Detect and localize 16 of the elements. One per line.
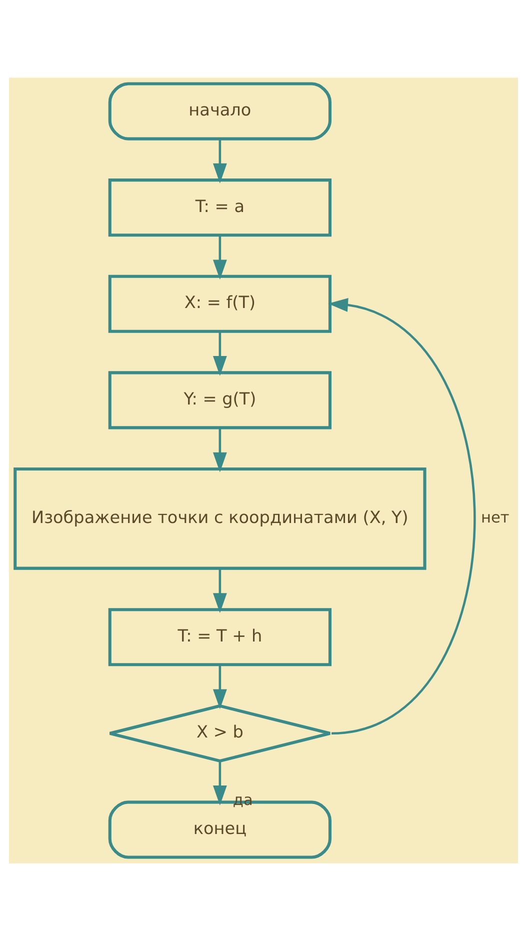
arrow	[328, 298, 476, 735]
arrow	[212, 665, 226, 710]
node-box: T: = T + h	[108, 608, 332, 666]
arrow	[212, 236, 226, 280]
node-box: начало	[108, 82, 332, 140]
node-box: Y: = g(T)	[108, 371, 332, 430]
node-box: T: = a	[108, 178, 332, 237]
arrow	[212, 428, 226, 472]
arrow	[212, 761, 226, 806]
arrow	[212, 332, 226, 376]
arrow	[212, 139, 226, 184]
node-box: X: = f(T)	[108, 274, 332, 333]
node-diamond: X > b	[108, 704, 332, 762]
arrow	[212, 568, 226, 613]
edge-label: нет	[480, 508, 509, 526]
node-box: Изображение точки с координатами (X, Y)	[13, 467, 426, 570]
